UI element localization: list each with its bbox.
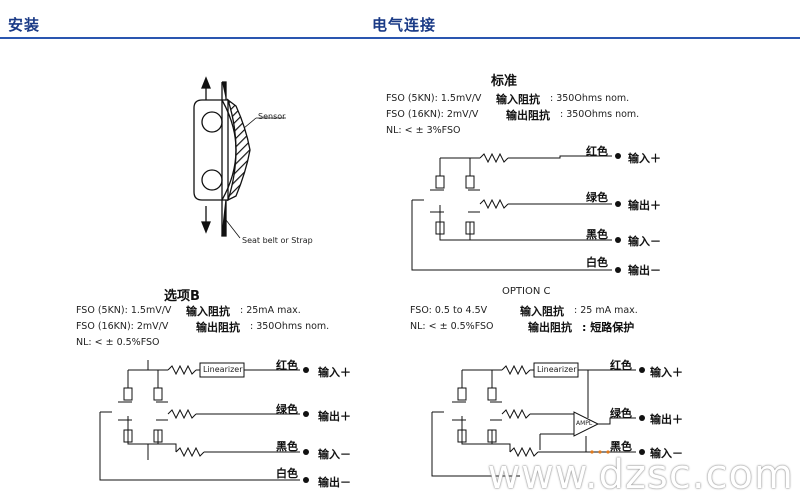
optionb-wire-white: 白色 <box>276 467 298 480</box>
optionc-fso: FSO: 0.5 to 4.5V <box>410 305 488 316</box>
optionc-title: OPTION C <box>502 286 551 297</box>
optionb-in-imp-value: : 25mA max. <box>240 305 301 316</box>
standard-wire-white: 白色 <box>586 256 608 269</box>
watermark: www.dzsc.com <box>487 452 794 498</box>
optionb-signal-in-plus: 输入＋ <box>318 366 351 379</box>
standard-signal-out-plus: 输出＋ <box>628 199 661 212</box>
optionb-signal-in-minus: 输入－ <box>318 448 351 461</box>
standard-wire-green: 绿色 <box>586 191 608 204</box>
optionc-wire-red: 红色 <box>610 359 632 372</box>
optionb-out-imp-label: 输出阻抗 <box>196 321 240 334</box>
standard-fso-16k: FSO (16KN): 2mV/V <box>386 109 479 120</box>
optionb-fso-5k: FSO (5KN): 1.5mV/V <box>76 305 172 316</box>
optionc-in-imp-label: 输入阻抗 <box>520 305 564 318</box>
optionc-wire-black: 黑色 <box>610 440 632 453</box>
optionb-wire-black: 黑色 <box>276 440 298 453</box>
optionc-out-imp-value: : 短路保护 <box>582 321 635 334</box>
optionb-fso-16k: FSO (16KN): 2mV/V <box>76 321 169 332</box>
optionc-nl: NL: < ± 0.5%FSO <box>410 321 494 332</box>
optionc-linearizer-label: Linearizer <box>537 365 577 374</box>
belt-label: Seat belt or Strap <box>242 236 313 245</box>
header-rule <box>0 37 800 39</box>
standard-in-imp-label: 输入阻抗 <box>496 93 540 106</box>
header: 安装 电气连接 <box>0 0 800 39</box>
orange-dots <box>590 450 610 454</box>
optionc-in-imp-value: : 25 mA max. <box>574 305 638 316</box>
standard-nl: NL: < ± 3%FSO <box>386 125 461 136</box>
standard-signal-out-minus: 输出－ <box>628 264 661 277</box>
optionb-signal-out-minus: 输出－ <box>318 476 351 489</box>
standard-wire-red: 红色 <box>586 145 608 158</box>
standard-fso-5k: FSO (5KN): 1.5mV/V <box>386 93 482 104</box>
arrow-down-icon <box>201 206 211 234</box>
standard-terminals <box>615 153 621 273</box>
standard-signal-in-minus: 输入－ <box>628 235 661 248</box>
standard-out-imp-value: : 350Ohms nom. <box>560 109 640 120</box>
optionc-terminals <box>639 367 645 455</box>
optionb-wire-green: 绿色 <box>276 403 298 416</box>
optionb-in-imp-label: 输入阻抗 <box>186 305 230 318</box>
optionc-circuit <box>431 362 636 477</box>
optionb-out-imp-value: : 350Ohms nom. <box>250 321 330 332</box>
section-title-installation: 安装 <box>8 16 41 34</box>
optionc-signal-out-plus: 输出＋ <box>650 413 683 426</box>
optionb-signal-out-plus: 输出＋ <box>318 410 351 423</box>
optionb-title: 选项B <box>164 289 200 304</box>
optionc-amp-label: AMPL <box>576 420 593 427</box>
standard-in-imp-value: : 350Ohms nom. <box>550 93 630 104</box>
mount-drawing <box>193 76 286 239</box>
optionc-wire-green: 绿色 <box>610 407 632 420</box>
optionc-out-imp-label: 输出阻抗 <box>528 321 572 334</box>
optionc-signal-in-minus: 输入－ <box>650 447 683 460</box>
sensor-hatched <box>226 98 251 202</box>
section-title-electrical: 电气连接 <box>372 16 437 34</box>
standard-out-imp-label: 输出阻抗 <box>506 109 550 122</box>
amplifier-symbol <box>573 411 600 437</box>
optionb-nl: NL: < ± 0.5%FSO <box>76 337 160 348</box>
standard-signal-in-plus: 输入＋ <box>628 152 661 165</box>
optionb-linearizer-label: Linearizer <box>203 365 243 374</box>
belt-strap <box>221 81 227 237</box>
arrow-up-icon <box>201 76 211 103</box>
optionb-circuit <box>99 360 300 481</box>
standard-circuit <box>411 152 612 271</box>
optionc-signal-in-plus: 输入＋ <box>650 366 683 379</box>
standard-title: 标准 <box>491 74 518 89</box>
optionb-terminals <box>303 367 309 483</box>
sensor-label: Sensor <box>258 112 286 121</box>
optionb-wire-red: 红色 <box>276 359 298 372</box>
standard-wire-black: 黑色 <box>586 228 608 241</box>
